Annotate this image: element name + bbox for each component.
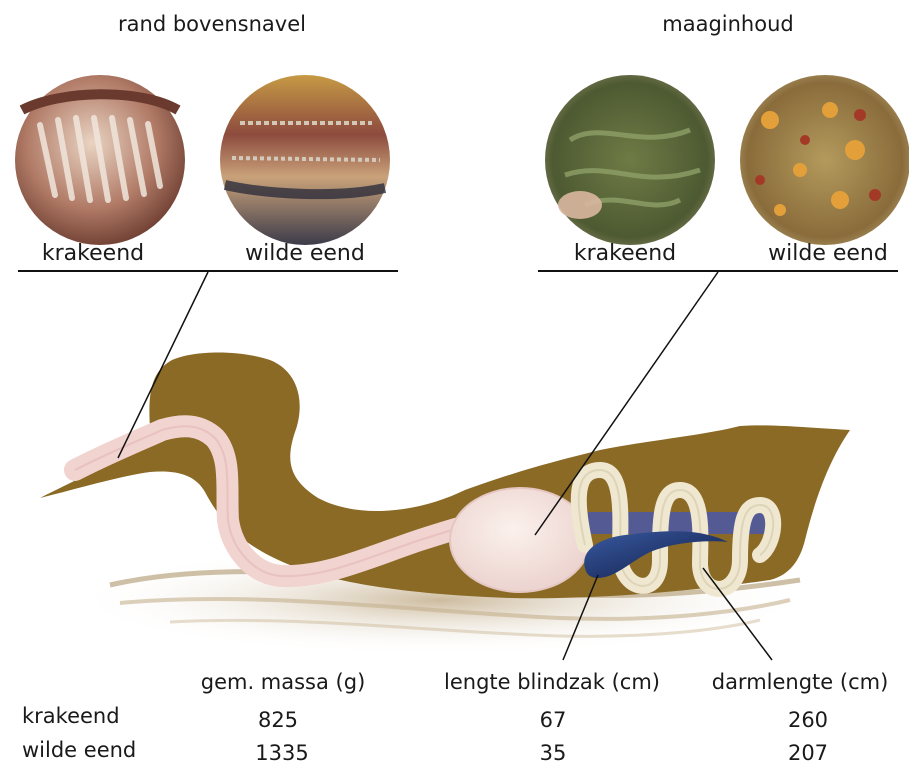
stomach-title: maaginhoud bbox=[662, 14, 793, 35]
row-label-wilde-eend: wilde eend bbox=[22, 740, 136, 761]
photo-stomach-krakeend bbox=[545, 75, 715, 245]
stomach-label-krakeend: krakeend bbox=[574, 243, 676, 265]
cell-wilde-eend-intestine: 207 bbox=[788, 743, 828, 764]
stomach bbox=[450, 488, 590, 592]
stomach-label-wilde-eend: wilde eend bbox=[768, 243, 888, 265]
cell-wilde-eend-mass: 1335 bbox=[255, 743, 308, 764]
photo-stomach-wilde-eend bbox=[740, 75, 909, 245]
column-header-caecum-length: lengte blindzak (cm) bbox=[444, 672, 660, 693]
cell-wilde-eend-caecum: 35 bbox=[540, 743, 567, 764]
photo-bill-wilde-eend bbox=[220, 75, 390, 245]
cell-krakeend-intestine: 260 bbox=[788, 710, 828, 731]
column-header-mass: gem. massa (g) bbox=[201, 672, 366, 693]
cell-krakeend-caecum: 67 bbox=[540, 710, 567, 731]
bill-label-wilde-eend: wilde eend bbox=[245, 243, 365, 265]
bill-edge-title: rand bovensnavel bbox=[118, 14, 306, 35]
duck-body-silhouette bbox=[40, 353, 850, 599]
cell-krakeend-mass: 825 bbox=[258, 710, 298, 731]
photo-bill-krakeend bbox=[15, 75, 185, 245]
column-header-intestine-length: darmlengte (cm) bbox=[712, 672, 889, 693]
row-label-krakeend: krakeend bbox=[22, 706, 120, 727]
bill-label-krakeend: krakeend bbox=[42, 243, 144, 265]
